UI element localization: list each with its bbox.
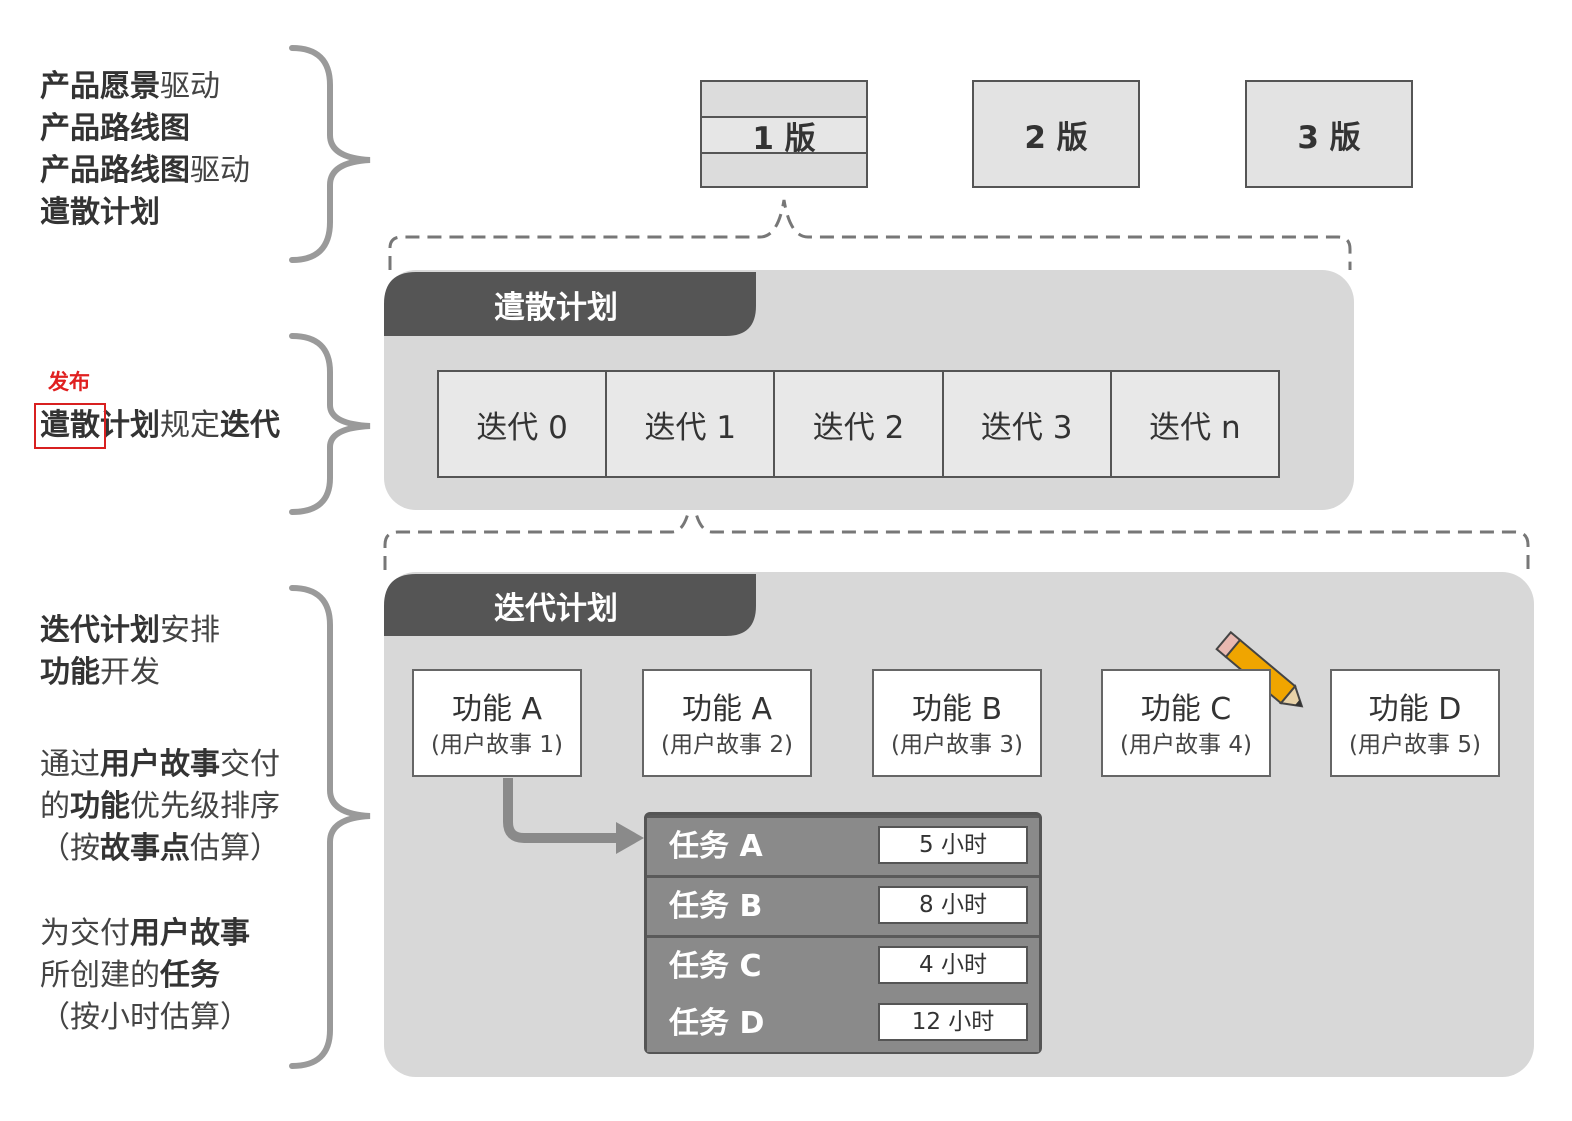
label-bold-segment: 遣散计划 (40, 408, 160, 443)
label-bold-segment: 产品愿景 (40, 69, 160, 104)
iteration-n: 迭代 n (1111, 372, 1279, 476)
release-1-label: 1 版 (702, 116, 866, 157)
feature-card-1: 功能 A (用户故事 1) (412, 669, 582, 777)
release-plan-title: 遣散计划 (494, 289, 618, 326)
label-segment: 交付 (220, 747, 280, 782)
iteration-0: 迭代 0 (439, 372, 608, 476)
label-group-release-plan: 遣散计划规定迭代 (40, 405, 280, 447)
task-hours: 12 小时 (878, 1003, 1028, 1041)
iteration-row: 迭代 0 迭代 1 迭代 2 迭代 3 迭代 n (437, 370, 1280, 478)
task-row: 任务 A 5 小时 (647, 818, 1039, 875)
label-bold-segment: 遣散计划 (40, 195, 160, 230)
task-name: 任务 B (669, 889, 763, 924)
label-bold-segment: 功能 (70, 789, 130, 824)
feature-name: 功能 B (911, 692, 1003, 727)
feature-card-3: 功能 B (用户故事 3) (872, 669, 1042, 777)
iteration-plan-title-bar (384, 574, 756, 636)
label-segment: 驱动 (160, 69, 220, 104)
task-row: 任务 B 8 小时 (647, 878, 1039, 935)
annotation-highlight-box (34, 403, 106, 449)
label-group-iteration-plan: 迭代计划安排功能开发 (40, 610, 220, 694)
task-name: 任务 A (669, 829, 763, 864)
task-hours: 4 小时 (878, 946, 1028, 984)
label-line: 产品路线图驱动 (40, 150, 250, 192)
label-bold-segment: 迭代 (220, 408, 280, 443)
label-bold-segment: 故事点 (100, 831, 190, 866)
brace-1 (289, 45, 371, 263)
feature-story: (用户故事 3) (891, 732, 1023, 758)
label-line: 遣散计划 (40, 192, 250, 234)
feature-story: (用户故事 5) (1349, 732, 1481, 758)
label-bold-segment: 迭代计划 (40, 613, 160, 648)
label-line: 功能开发 (40, 652, 220, 694)
dashed-connector-release (388, 199, 1352, 270)
label-line: （按小时估算） (40, 997, 250, 1039)
label-bold-segment: 产品路线图 (40, 153, 190, 188)
release-1-top-strip (702, 82, 866, 116)
release-3-box: 3 版 (1245, 80, 1413, 188)
label-segment: （按小时估算） (40, 1000, 250, 1035)
task-hours: 5 小时 (878, 826, 1028, 864)
label-line: 所创建的任务 (40, 955, 250, 997)
label-line: 遣散计划规定迭代 (40, 405, 280, 447)
label-segment: 安排 (160, 613, 220, 648)
task-hours: 8 小时 (878, 886, 1028, 924)
arrow-head (616, 822, 644, 854)
label-line: 通过用户故事交付 (40, 744, 280, 786)
label-group-vision: 产品愿景驱动产品路线图产品路线图驱动遣散计划 (40, 66, 250, 234)
label-segment: 所创建的 (40, 958, 160, 993)
label-segment: 估算） (190, 831, 280, 866)
task-row: 任务 D 12 小时 (647, 995, 1039, 1052)
label-line: （按故事点估算） (40, 828, 280, 870)
label-line: 的功能优先级排序 (40, 786, 280, 828)
feature-story: (用户故事 2) (661, 732, 793, 758)
brace-3 (289, 585, 371, 1069)
feature-to-task-arrow (503, 778, 618, 843)
feature-card-5: 功能 D (用户故事 5) (1330, 669, 1500, 777)
brace-2 (289, 333, 371, 515)
label-segment: 的 (40, 789, 70, 824)
iteration-plan-title: 迭代计划 (494, 590, 618, 627)
label-segment: 通过 (40, 747, 100, 782)
feature-name: 功能 C (1140, 692, 1232, 727)
label-line: 为交付用户故事 (40, 913, 250, 955)
label-bold-segment: 产品路线图 (40, 111, 190, 146)
label-group-user-story: 通过用户故事交付的功能优先级排序（按故事点估算） (40, 744, 280, 870)
label-line: 迭代计划安排 (40, 610, 220, 652)
task-name: 任务 C (669, 949, 762, 984)
label-segment: 优先级排序 (130, 789, 280, 824)
release-1-bottom-strip (702, 154, 866, 186)
task-row: 任务 C 4 小时 (647, 938, 1039, 995)
feature-name: 功能 A (681, 692, 773, 727)
label-segment: 驱动 (190, 153, 250, 188)
label-segment: 为交付 (40, 916, 130, 951)
label-segment: 规定 (160, 408, 220, 443)
label-line: 产品愿景驱动 (40, 66, 250, 108)
release-1-box: 1 版 (700, 80, 868, 188)
feature-story: (用户故事 1) (431, 732, 563, 758)
label-segment: 开发 (100, 655, 160, 690)
task-name: 任务 D (669, 1006, 765, 1041)
feature-card-2: 功能 A (用户故事 2) (642, 669, 812, 777)
label-bold-segment: 任务 (160, 958, 220, 993)
release-plan-title-bar (384, 272, 756, 336)
label-bold-segment: 功能 (40, 655, 100, 690)
label-segment: （按 (40, 831, 100, 866)
feature-story: (用户故事 4) (1120, 732, 1252, 758)
iteration-1: 迭代 1 (607, 372, 776, 476)
release-2-box: 2 版 (972, 80, 1140, 188)
label-bold-segment: 用户故事 (130, 916, 250, 951)
label-bold-segment: 用户故事 (100, 747, 220, 782)
feature-name: 功能 A (451, 692, 543, 727)
label-group-tasks: 为交付用户故事所创建的任务（按小时估算） (40, 913, 250, 1039)
label-line: 产品路线图 (40, 108, 250, 150)
iteration-3: 迭代 3 (943, 372, 1112, 476)
task-list: 任务 A 5 小时 任务 B 8 小时 任务 C 4 小时 任务 D 12 小时 (644, 812, 1042, 1054)
annotation-release: 发布 (48, 370, 90, 394)
iteration-2: 迭代 2 (775, 372, 944, 476)
feature-card-4: 功能 C (用户故事 4) (1101, 669, 1271, 777)
feature-name: 功能 D (1368, 692, 1462, 727)
